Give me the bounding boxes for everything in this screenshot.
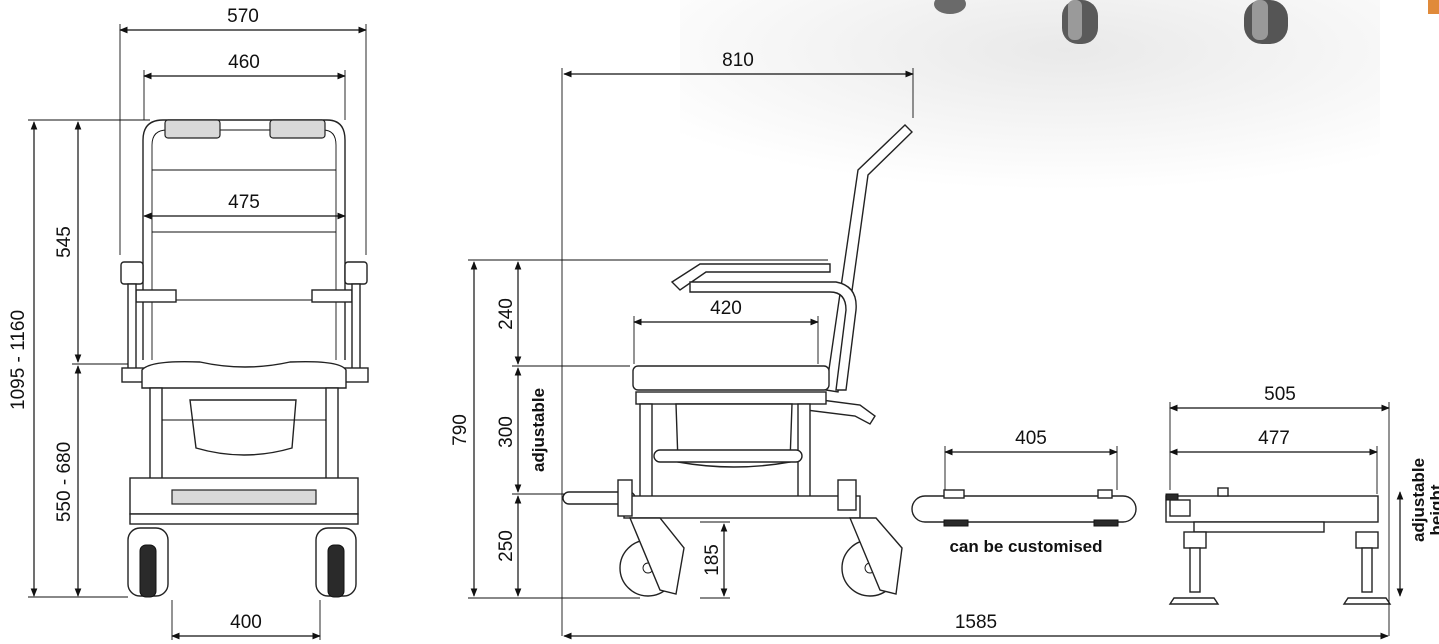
dim-backrest-width: 475 [228, 192, 260, 213]
base-view: 505 477 adjustable height [1165, 384, 1439, 636]
dim-armrest-width: 460 [228, 52, 260, 73]
tray-view: 405 can be customised [911, 428, 1137, 556]
dim-seat-adjust: 300 [496, 416, 517, 448]
product-photo [680, 0, 1439, 200]
dim-seat-height: 550 - 680 [54, 442, 75, 522]
dim-depth: 810 [722, 50, 754, 71]
dim-overall-width: 570 [227, 6, 259, 27]
dim-backrest-height: 545 [54, 226, 75, 258]
dim-seat-depth: 420 [710, 298, 742, 319]
dim-total-length: 1585 [955, 612, 997, 633]
dim-clearance: 185 [702, 544, 723, 576]
dim-tray-width: 405 [1015, 428, 1047, 449]
accent-tab [1428, 0, 1439, 14]
overall-length: 1585 [563, 612, 1389, 640]
caster-wheel-photo [934, 0, 1288, 44]
front-view: 570 460 475 400 1095 - 1160 545 550 - 68… [8, 6, 369, 640]
dim-base-width: 400 [230, 612, 262, 633]
dim-lower-height: 250 [496, 530, 517, 562]
dim-armrest-height: 240 [496, 298, 517, 330]
dim-total-height: 1095 - 1160 [8, 310, 29, 410]
tray-note: can be customised [949, 537, 1102, 556]
dim-base-outer: 505 [1264, 384, 1296, 405]
adjustable-label-side: adjustable [529, 388, 548, 472]
dim-base-inner: 477 [1258, 428, 1290, 449]
adjustable-label-base: adjustable [1409, 458, 1428, 542]
height-label-base: height [1427, 484, 1439, 535]
dim-overall-height: 790 [450, 414, 471, 446]
side-view: 810 420 790 240 300 adjustable 250 185 [450, 50, 914, 636]
